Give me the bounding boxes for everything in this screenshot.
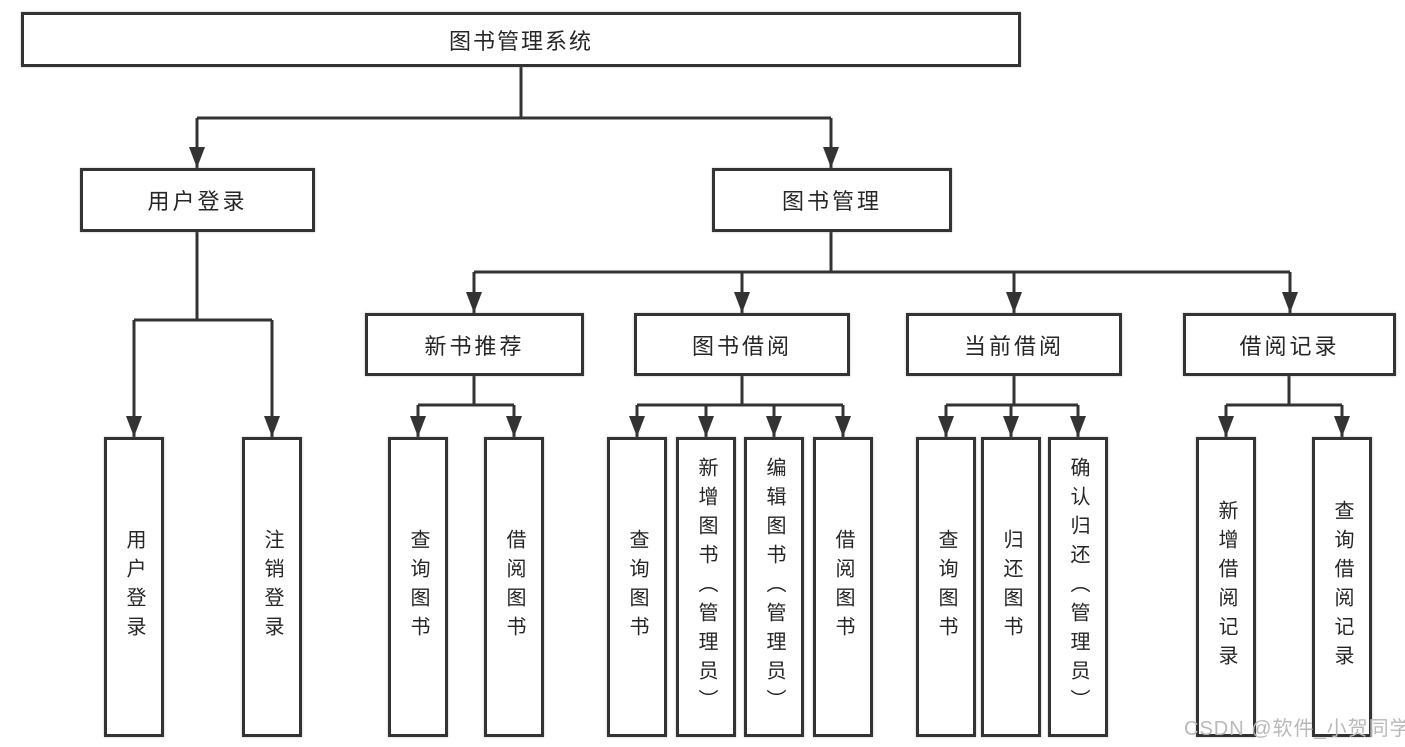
leaf-logout: 注销登录: [242, 437, 302, 737]
node-book-borrow-label: 图书借阅: [691, 333, 792, 359]
node-user-login: 用户登录: [80, 168, 315, 232]
leaf-borrow-query-books: 查询图书: [607, 437, 667, 737]
node-book-management: 图书管理: [712, 168, 952, 232]
leaf-borrow-add-books-admin: 新增图书（管理员）: [676, 437, 736, 737]
leaf-borrow-borrow-books: 借阅图书: [813, 437, 873, 737]
leaf-current-query-books-label: 查询图书: [935, 529, 957, 645]
leaf-borrow-borrow-books-label: 借阅图书: [832, 529, 854, 645]
node-root: 图书管理系统: [21, 12, 1021, 67]
leaf-user-login: 用户登录: [104, 437, 164, 737]
leaf-current-query-books: 查询图书: [916, 437, 976, 737]
node-borrow-records-label: 借阅记录: [1239, 333, 1340, 359]
node-new-book-recommend-label: 新书推荐: [424, 333, 525, 359]
leaf-borrow-query-books-label: 查询图书: [626, 529, 648, 645]
leaf-current-return-books: 归还图书: [981, 437, 1041, 737]
leaf-recommend-borrow-books: 借阅图书: [484, 437, 544, 737]
node-borrow-records: 借阅记录: [1183, 313, 1396, 376]
leaf-user-login-label: 用户登录: [123, 529, 145, 645]
node-new-book-recommend: 新书推荐: [365, 313, 584, 376]
leaf-recommend-borrow-books-label: 借阅图书: [503, 529, 525, 645]
watermark: CSDN @软件_小贺同学: [1184, 718, 1405, 740]
node-root-label: 图书管理系统: [448, 28, 593, 54]
leaf-borrow-edit-books-admin-label: 编辑图书（管理员）: [763, 456, 785, 718]
node-book-management-label: 图书管理: [781, 189, 882, 214]
leaf-borrow-edit-books-admin: 编辑图书（管理员）: [744, 437, 804, 737]
leaf-records-add-record: 新增借阅记录: [1196, 437, 1256, 737]
leaf-borrow-add-books-admin-label: 新增图书（管理员）: [695, 456, 717, 718]
leaf-logout-label: 注销登录: [261, 529, 283, 645]
node-current-borrow-label: 当前借阅: [963, 333, 1064, 359]
node-book-borrow: 图书借阅: [634, 313, 850, 376]
leaf-records-query-record: 查询借阅记录: [1312, 437, 1372, 737]
leaf-records-query-record-label: 查询借阅记录: [1331, 500, 1353, 674]
node-current-borrow: 当前借阅: [906, 313, 1122, 376]
leaf-current-return-books-label: 归还图书: [1000, 529, 1022, 645]
connector-skeleton: [134, 67, 1342, 407]
leaf-current-confirm-return-admin: 确认归还（管理员）: [1048, 437, 1108, 737]
leaf-recommend-query-books: 查询图书: [388, 437, 448, 737]
node-user-login-label: 用户登录: [147, 189, 248, 214]
leaf-recommend-query-books-label: 查询图书: [407, 529, 429, 645]
leaf-current-confirm-return-admin-label: 确认归还（管理员）: [1067, 456, 1089, 718]
leaf-records-add-record-label: 新增借阅记录: [1215, 500, 1237, 674]
